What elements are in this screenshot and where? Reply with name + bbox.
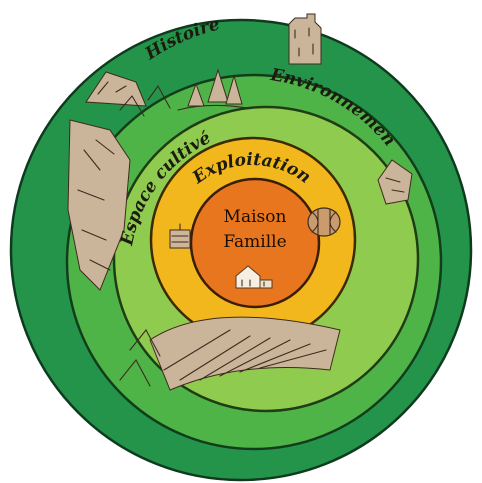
wine-press-sketch bbox=[169, 223, 191, 249]
rock-right-sketch bbox=[377, 159, 413, 205]
house-sketch bbox=[235, 265, 273, 289]
ring-maison-famille bbox=[189, 177, 321, 309]
label-famille: Famille bbox=[223, 232, 286, 252]
barrel-sketch bbox=[307, 207, 341, 237]
cliff-sketch bbox=[67, 84, 171, 291]
trees-sketch bbox=[177, 68, 249, 111]
vineyard-sketch bbox=[119, 316, 341, 391]
label-maison: Maison bbox=[224, 207, 287, 227]
tower-sketch bbox=[288, 13, 322, 65]
